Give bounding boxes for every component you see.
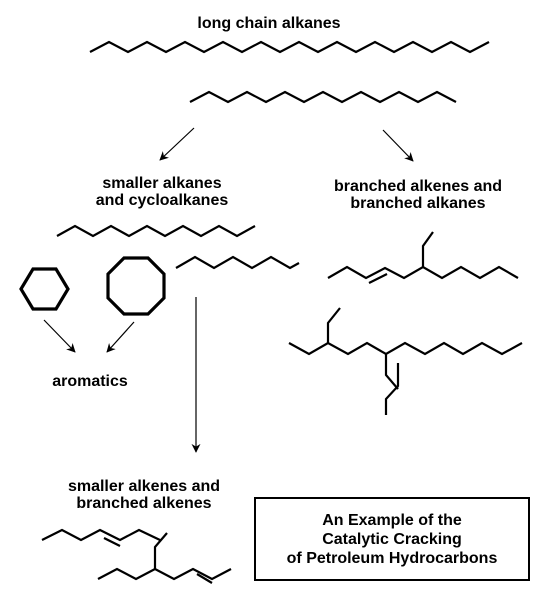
smaller-alkenes-line-1: smaller alkenes and (67, 478, 221, 495)
caption-line-2: Catalytic Cracking (322, 530, 462, 548)
cyclooctane-ring (106, 256, 166, 316)
smaller-alkenes-line-2: branched alkenes (76, 495, 212, 512)
short-alkane-molecule (175, 255, 300, 270)
caption-line-3: of Petroleum Hydrocarbons (286, 549, 498, 567)
arrow-to-smaller-alkanes (159, 127, 195, 161)
long-chain-alkane-molecule (89, 40, 490, 54)
medium-chain-alkane-molecule (189, 90, 457, 104)
arrow-to-branched (382, 129, 414, 162)
branched-alkane-molecule (288, 307, 523, 415)
branched-label: branched alkenes and branched alkanes (300, 178, 536, 212)
small-branched-alkene-molecule (97, 532, 232, 584)
branched-line-1: branched alkenes and (333, 178, 503, 195)
smaller-alkanes-label: smaller alkanes and cycloalkanes (62, 175, 262, 209)
smaller-alkanes-line-1: smaller alkanes (102, 175, 222, 192)
smaller-alkane-molecule (56, 224, 256, 238)
smaller-alkenes-label: smaller alkenes and branched alkenes (30, 478, 258, 512)
caption-line-1: An Example of the (322, 511, 462, 529)
caption-box: An Example of the Catalytic Cracking of … (254, 497, 530, 581)
branched-line-2: branched alkanes (350, 195, 486, 212)
aromatics-label: aromatics (52, 373, 128, 390)
smaller-alkene-molecule (41, 528, 161, 547)
arrow-hexagon-to-aromatics (43, 319, 76, 353)
cyclohexane-ring (19, 267, 70, 311)
smaller-alkanes-line-2: and cycloalkanes (95, 192, 229, 209)
arrow-octagon-to-aromatics (106, 321, 135, 353)
branched-alkene-molecule (327, 231, 519, 284)
long-chain-alkanes-label: long chain alkanes (197, 15, 341, 32)
